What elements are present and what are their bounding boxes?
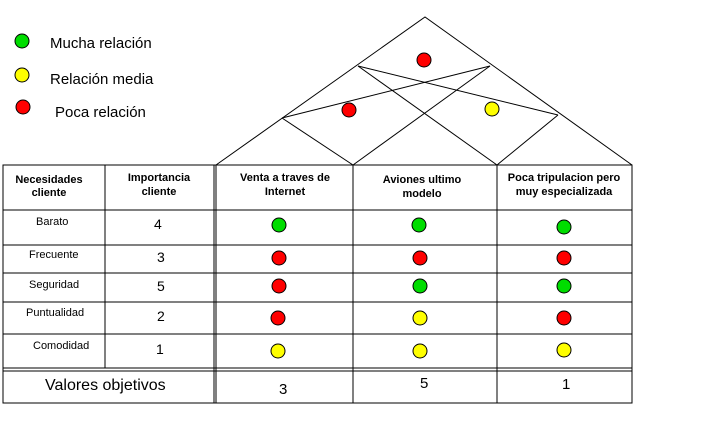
roof-line-c [352,65,491,166]
roof-line-a [281,117,354,166]
legend-label-weak: Poca relación [55,104,146,121]
roof-line-e [357,65,559,116]
relation-dot-r5-c3 [556,342,572,358]
legend-dot-medium [14,67,30,83]
target-value-2: 5 [420,375,428,392]
legend-label-strong: Mucha relación [50,35,152,52]
legend-label-medium: Relación media [50,71,154,88]
relation-dot-r2-c3 [556,250,572,266]
header-col1-line1: Venta a traves de [240,172,330,184]
row-importance-5: 1 [156,341,164,357]
header-col1-line2: Internet [265,186,306,198]
legend: Mucha relación Relación media Poca relac… [14,33,154,121]
row-need-4: Puntualidad [26,307,84,319]
relation-dot-r1-c1 [271,217,287,233]
header-col3-line2: muy especializada [516,186,613,198]
legend-dot-strong [14,33,30,49]
header-importance-line1: Importancia [128,172,191,184]
roof-dot-left [341,102,357,118]
row-importance-1: 4 [154,216,162,232]
relation-dot-r5-c2 [412,343,428,359]
roof [215,16,633,166]
row-need-2: Frecuente [29,249,79,261]
table-grid [2,164,633,404]
row-need-5: Comodidad [33,340,89,352]
header-col2-line2: modelo [402,188,441,200]
roof-dot-right [484,101,500,117]
relation-dot-r1-c2 [411,217,427,233]
table-border [2,164,633,404]
header-col2-line1: Aviones ultimo [383,174,462,186]
row-importance-3: 5 [157,278,165,294]
legend-dot-weak [15,99,31,115]
relation-dot-r2-c2 [412,250,428,266]
header-needs-line1: Necesidades [15,174,82,186]
relation-dot-r2-c1 [271,250,287,266]
target-value-3: 1 [562,376,570,393]
relation-dot-r3-c3 [556,278,572,294]
relation-dot-r5-c1 [270,343,286,359]
row-need-3: Seguridad [29,279,79,291]
relation-dot-r3-c1 [271,278,287,294]
roof-line-b [281,65,491,119]
row-need-1: Barato [36,216,68,228]
relation-dot-r3-c2 [412,278,428,294]
header-needs-line2: cliente [32,187,67,199]
relation-dot-r1-c3 [556,219,572,235]
relation-dot-r4-c2 [412,310,428,326]
targets-label: Valores objetivos [45,377,166,394]
header-col3-line1: Poca tripulacion pero [508,172,621,184]
roof-line-d [357,65,498,166]
roof-dot-top [416,52,432,68]
roof-line-f [496,114,559,166]
row-importance-4: 2 [157,308,165,324]
target-value-1: 3 [279,381,287,398]
relation-dot-r4-c3 [556,310,572,326]
roof-outline [215,16,633,166]
header-importance-line2: cliente [142,186,177,198]
row-importance-2: 3 [157,249,165,265]
relation-dot-r4-c1 [270,310,286,326]
